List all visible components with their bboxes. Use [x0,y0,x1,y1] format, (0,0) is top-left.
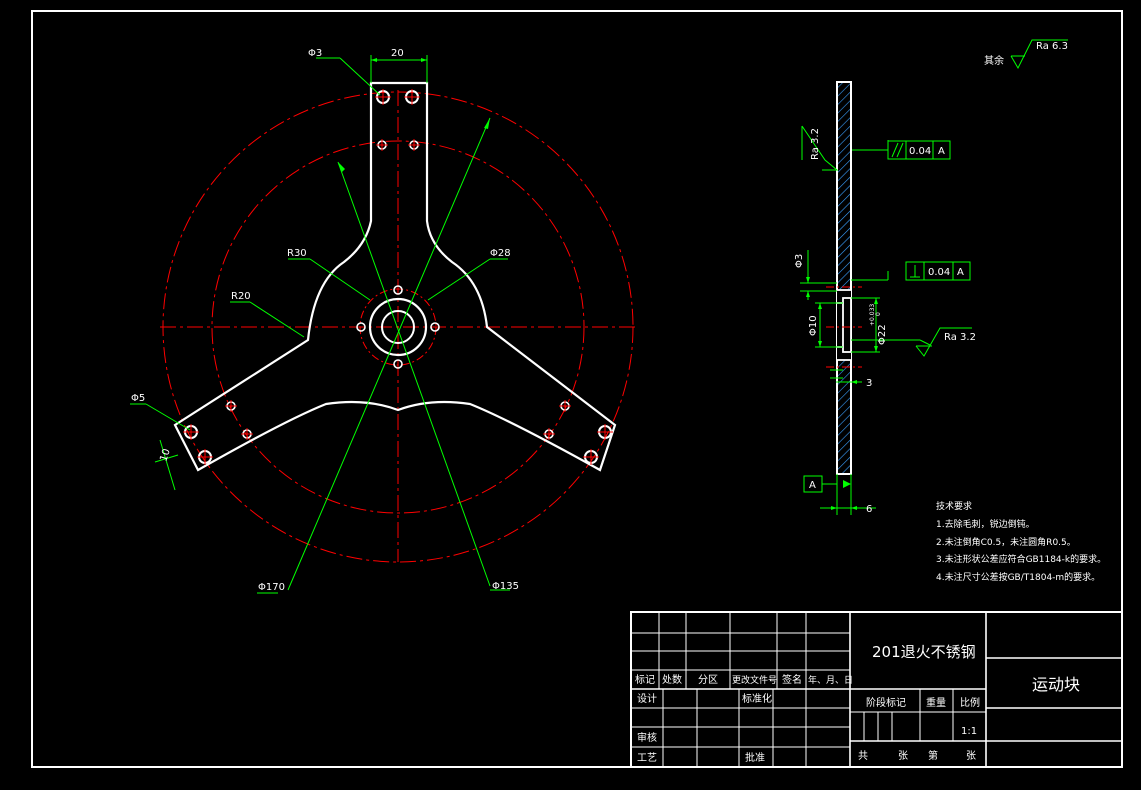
dim-width-20: 20 [391,48,404,59]
dim-circle-phi135: Φ135 [492,581,519,592]
flatness-datum: A [938,146,945,157]
side-view: Ra 3.2 0.04 A 0.04 A Ra 3.2 Φ3 Φ10 [794,81,976,515]
tech-req-title: 技术要求 [936,500,972,512]
section-hatch [837,82,851,474]
perpendicularity-frame [905,261,971,281]
perp-datum: A [957,267,964,278]
tol-lower: 0 [875,312,882,316]
side-outline [836,81,852,475]
row-design: 设计 [637,692,657,705]
roughness-symbol-top [801,125,839,171]
small-hole-marks [225,139,571,440]
dim-radius-r30: R30 [287,248,307,259]
scale-label: 比例 [960,696,980,709]
dim-side-phi22: Φ22 [877,324,888,345]
front-dimension-lines [130,55,510,594]
datum-box [803,475,823,493]
side-centerlines [826,286,862,368]
tech-req-item: 2.未注倒角C0.5，未注圆角R0.5。 [936,536,1076,548]
side-dimension-arrows [806,277,878,510]
front-view: 20 Φ3 R30 Φ28 R20 Φ5 10 Φ170 Φ135 [130,48,636,594]
sheet-unit-1: 张 [898,750,908,762]
sheet-no: 第 [928,749,938,762]
dim-circle-phi170: Φ170 [258,582,285,593]
scale-value: 1:1 [961,726,977,737]
dim-side-3: 3 [866,378,872,389]
dim-side-phi3: Φ3 [794,254,805,268]
datum-label-a: A [809,480,816,491]
tech-req-item: 4.未注尺寸公差按GB/T1804-m的要求。 [936,571,1100,583]
flatness-frame [887,140,951,160]
tech-req-item: 1.去除毛刺，锐边倒钝。 [936,518,1035,530]
rev-header-zone: 分区 [698,674,718,686]
roughness-ra32-right: Ra 3.2 [944,332,976,343]
dim-hole-phi28: Φ28 [490,248,511,259]
bore-cutout [837,290,851,360]
rev-header-date: 年、月、日 [808,674,853,686]
sheet-unit-2: 张 [966,750,976,762]
dim-side-6: 6 [866,504,872,515]
sheet-total: 共 [858,750,868,762]
tech-requirements: 技术要求 1.去除毛刺，锐边倒钝。 2.未注倒角C0.5，未注圆角R0.5。 3… [936,500,1106,583]
drawing-frame [31,10,1123,768]
dim-hole-phi5: Φ5 [131,393,145,404]
row-standardize: 标准化 [742,692,772,705]
side-dimension-lines [800,140,931,515]
row-review: 审核 [637,731,657,744]
rev-header-sign: 签名 [782,673,802,686]
dim-length-10: 10 [158,447,172,463]
perp-value: 0.04 [928,267,950,278]
tol-upper: +0.033 [869,304,876,326]
circle-phi135-centerline [211,140,585,514]
part-name: 运动块 [1032,675,1080,694]
center-bore-outer [368,297,428,357]
flatness-value: 0.04 [909,146,931,157]
rev-header-count: 处数 [662,673,682,686]
hole-center-marks [183,89,613,465]
weight-label: 重量 [926,696,946,709]
surface-note-prefix: 其余 [984,54,1004,67]
center-bore-inner [381,310,415,344]
roughness-ra32-top: Ra 3.2 [810,128,821,160]
roughness-symbol-right [915,327,972,357]
dim-hole-phi3: Φ3 [308,48,322,59]
row-approve: 批准 [745,751,765,764]
rev-header-mark: 标记 [635,674,655,686]
dim-side-phi10: Φ10 [808,315,819,336]
rev-header-doc: 更改文件号 [732,674,777,686]
material-name: 201退火不锈钢 [872,643,976,661]
stage-mark-label: 阶段标记 [866,696,906,709]
row-process: 工艺 [637,752,657,764]
surface-note-roughness: Ra 6.3 [1036,41,1068,52]
surface-roughness-note: 其余 Ra 6.3 [984,39,1068,70]
tech-req-item: 3.未注形状公差应符合GB1184-k的要求。 [936,553,1106,565]
dim-radius-r20: R20 [231,291,251,302]
part-outline [173,81,617,472]
title-block: 标记 处数 分区 更改文件号 签名 年、月、日 设计 标准化 审核 工艺 批准 … [630,611,1123,768]
front-dimension-arrows [338,58,490,172]
